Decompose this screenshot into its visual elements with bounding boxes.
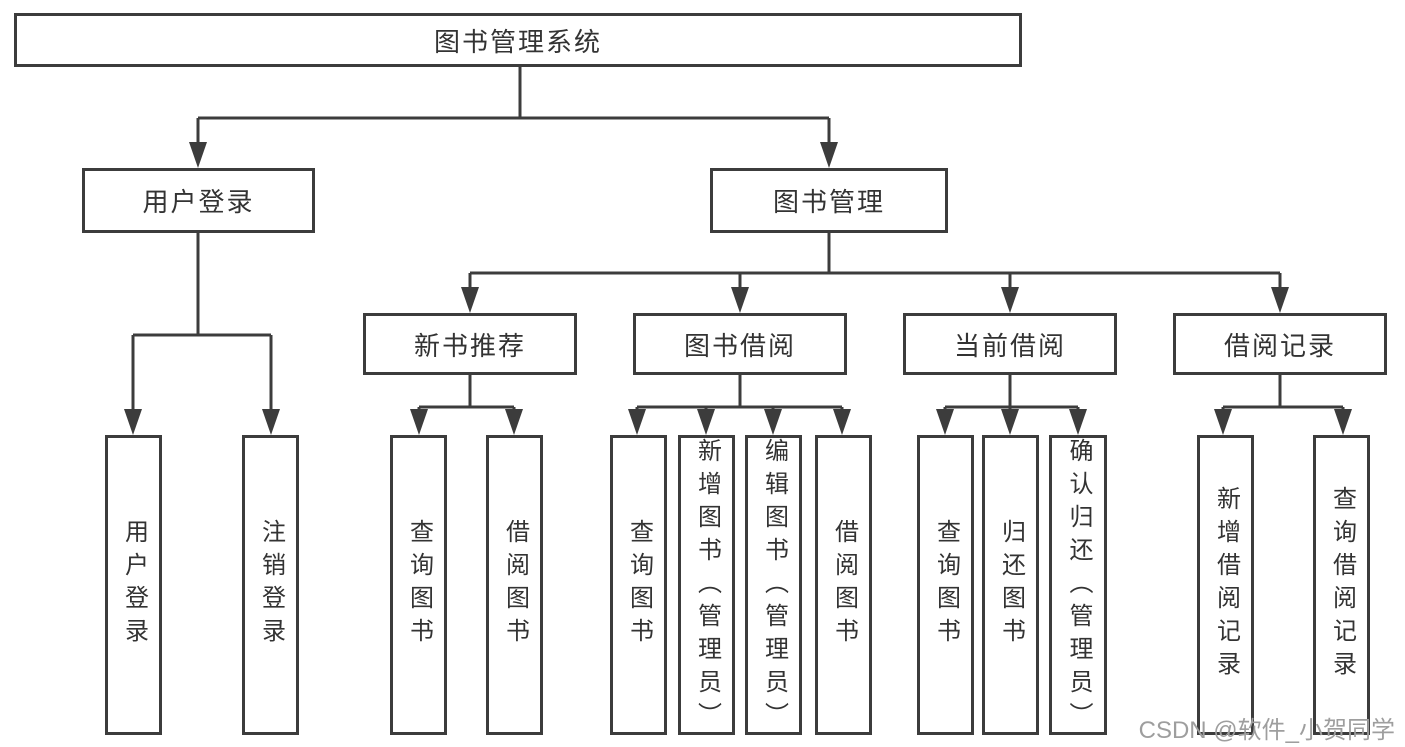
leaf-edit-book-admin: 编辑图书（管理员） xyxy=(745,435,802,735)
node-library-management-system: 图书管理系统 xyxy=(14,13,1022,67)
leaf-return-book: 归还图书 xyxy=(982,435,1039,735)
leaf-add-book-admin: 新增图书（管理员） xyxy=(678,435,735,735)
leaf-query-book-recommend-label: 查询图书 xyxy=(405,519,433,651)
node-new-book-recommend: 新书推荐 xyxy=(363,313,577,375)
leaf-add-borrow-record-label: 新增借阅记录 xyxy=(1212,486,1240,684)
leaf-add-book-admin-label: 新增图书（管理员） xyxy=(693,438,721,735)
csdn-watermark: CSDN @软件_小贺同学 xyxy=(1138,717,1395,744)
leaf-user-login-label: 用户登录 xyxy=(120,519,148,651)
leaf-edit-book-admin-label: 编辑图书（管理员） xyxy=(760,438,788,735)
leaf-query-borrow-record: 查询借阅记录 xyxy=(1313,435,1370,735)
node-book-borrow: 图书借阅 xyxy=(633,313,847,375)
leaf-confirm-return-admin-label: 确认归还（管理员） xyxy=(1065,438,1092,735)
leaf-query-book-current-label: 查询图书 xyxy=(932,519,960,651)
node-borrow-record: 借阅记录 xyxy=(1173,313,1387,375)
leaf-borrow-book-label: 借阅图书 xyxy=(830,519,858,651)
leaf-query-book: 查询图书 xyxy=(610,435,667,735)
leaf-logout: 注销登录 xyxy=(242,435,299,735)
leaf-return-book-label: 归还图书 xyxy=(997,519,1025,651)
leaf-add-borrow-record: 新增借阅记录 xyxy=(1197,435,1254,735)
leaf-borrow-book: 借阅图书 xyxy=(815,435,872,735)
leaf-borrow-book-recommend: 借阅图书 xyxy=(486,435,543,735)
leaf-query-book-current: 查询图书 xyxy=(917,435,974,735)
leaf-user-login: 用户登录 xyxy=(105,435,162,735)
node-current-borrow: 当前借阅 xyxy=(903,313,1117,375)
node-book-management: 图书管理 xyxy=(710,168,948,233)
leaf-confirm-return-admin: 确认归还（管理员） xyxy=(1049,435,1107,735)
leaf-borrow-book-recommend-label: 借阅图书 xyxy=(501,519,529,651)
leaf-logout-label: 注销登录 xyxy=(257,519,285,651)
leaf-query-book-label: 查询图书 xyxy=(625,519,653,651)
leaf-query-book-recommend: 查询图书 xyxy=(390,435,447,735)
node-user-login: 用户登录 xyxy=(82,168,315,233)
leaf-query-borrow-record-label: 查询借阅记录 xyxy=(1328,486,1356,684)
